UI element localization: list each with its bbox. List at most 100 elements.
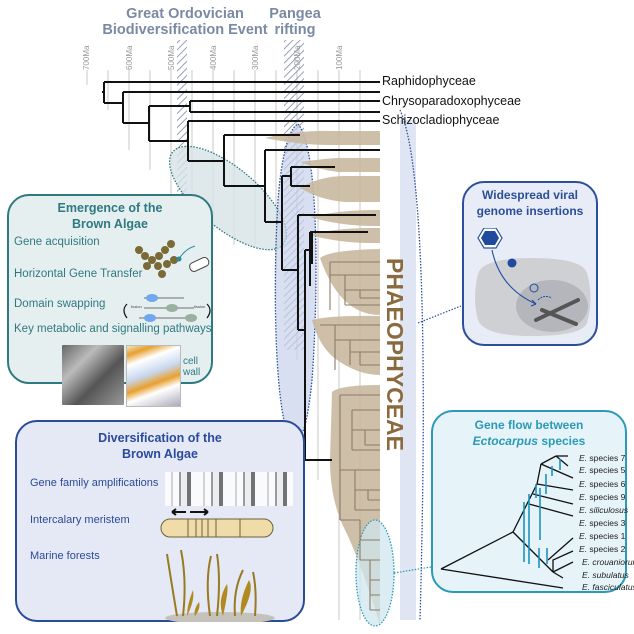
tick-label-200: 200Ma [293, 45, 302, 70]
clade-shape [310, 210, 380, 226]
branch [528, 503, 574, 517]
emergence-title-line2: Brown Algae [72, 217, 148, 231]
chromosome [534, 298, 580, 322]
species-label: E. species 7 [579, 453, 625, 463]
phaeo-column-highlight [400, 120, 416, 620]
cell-wall-label: cell wall [183, 356, 200, 378]
cell-wall-schematic [126, 345, 181, 407]
viral-dotted-ellipse [399, 109, 424, 621]
species-label: E. species 5 [579, 465, 625, 475]
species-label: E. subulatus [582, 570, 629, 580]
divers-item-meristem: Intercalary meristem [30, 514, 130, 526]
species-genus: E. [579, 465, 588, 475]
species-name: species 5 [587, 465, 626, 475]
species-name: siliculosus [587, 505, 629, 515]
tick-label-600: 600Ma [125, 45, 134, 70]
nucleus [516, 280, 588, 332]
species-genus: E. [579, 479, 588, 489]
species-genus: E. [579, 492, 588, 502]
ectocarpus-tree [440, 455, 574, 589]
diversification-title-line1: Diversification of the [98, 431, 222, 445]
branch [536, 483, 574, 491]
species-label: E. species 1 [579, 531, 625, 541]
geneflow-panel: Gene flow between Ectocarpus species [431, 410, 634, 593]
ordovician-event-title: Great Ordovician Biodiversification Even… [100, 6, 270, 38]
species-name: species 1 [587, 531, 626, 541]
emergence-item-gene-acquisition: Gene acquisition [14, 236, 100, 248]
tick-label-500: 500Ma [167, 45, 176, 70]
diversification-title-line2: Brown Algae [122, 447, 198, 461]
branch [555, 455, 569, 467]
gene-family-heatmap [165, 472, 293, 506]
ordovician-hatch-band [177, 40, 187, 195]
taxon-chrysoparadoxophyceae: Chrysoparadoxophyceae [382, 94, 521, 108]
species-name: subulatus [590, 570, 629, 580]
micrograph-image [62, 345, 124, 405]
branch [512, 531, 554, 573]
branch [540, 455, 557, 465]
geneflow-panel-title: Gene flow between Ectocarpus species [433, 417, 625, 449]
branch [320, 324, 380, 370]
divers-item-marine-forests: Marine forests [30, 550, 100, 562]
viral-title-line1: Widespread viral [482, 188, 578, 202]
species-label: E. siliculosus [579, 505, 628, 515]
branch [552, 550, 574, 572]
viral-connector [417, 305, 462, 324]
taxon-raphidophyceae: Raphidophyceae [382, 74, 476, 88]
emergence-item-hgt: Horizontal Gene Transfer [14, 268, 143, 280]
emergence-item-domain-swapping: Domain swapping [14, 298, 106, 310]
emergence-panel: Emergence of the Brown Algae Gene acquis… [7, 194, 213, 407]
clade-shape [300, 158, 380, 172]
marine-forest-illustration [165, 550, 275, 622]
cell-wall-label-line2: wall [183, 367, 201, 378]
branch [512, 483, 538, 533]
species-name: species 6 [587, 479, 626, 489]
geneflow-title-line2: Ectocarpus species [433, 433, 625, 449]
species-name: species 7 [587, 453, 626, 463]
clade-shape [312, 315, 380, 375]
branch [552, 561, 574, 573]
geneflow-connector [393, 566, 432, 574]
ordovician-title-line2: Biodiversification Event [102, 22, 268, 38]
clade-internal-branches [320, 261, 380, 611]
emergence-panel-title: Emergence of the Brown Algae [9, 200, 211, 232]
viral-title-line2: genome insertions [476, 204, 584, 218]
species-name: species 3 [587, 518, 626, 528]
emergence-item-pathways: Key metabolic and signalling pathways [14, 323, 212, 335]
geneflow-title-genus: Ectocarpus [472, 434, 538, 448]
branch [547, 537, 574, 561]
species-label: E. crouaniorum [582, 557, 634, 567]
species-genus: E. [579, 505, 588, 515]
intercalary-meristem-illustration [160, 508, 274, 538]
species-genus: E. [582, 582, 591, 592]
branch [440, 531, 514, 570]
clade-shape [265, 130, 380, 145]
branch [540, 463, 574, 479]
species-genus: E. [579, 453, 588, 463]
fusion-label: fusion [131, 304, 142, 309]
branch [329, 261, 380, 310]
tick-label-700: 700Ma [82, 45, 91, 70]
branch [552, 571, 564, 579]
emergence-title-line1: Emergence of the [57, 201, 163, 215]
divers-item-gene-family: Gene family amplifications [30, 477, 159, 489]
species-genus: E. [579, 544, 588, 554]
diversification-panel-title: Diversification of the Brown Algae [77, 430, 243, 462]
geneflow-title-rest: species [537, 434, 586, 448]
clade-shape [300, 176, 380, 202]
tree-branches [102, 81, 380, 461]
tick-label-300: 300Ma [251, 45, 260, 70]
species-label: E. fasciculatus [582, 582, 634, 592]
branch [536, 463, 542, 485]
ordovician-title-line1: Great Ordovician [126, 6, 244, 22]
hgt-illustration [135, 240, 210, 278]
viral-panel: Widespread viral genome insertions [462, 181, 598, 346]
diversification-panel: Diversification of the Brown Algae Gene … [15, 420, 305, 622]
branch [532, 493, 574, 505]
species-genus: E. [582, 570, 591, 580]
fission-label: fission [194, 304, 206, 309]
species-label: E. species 6 [579, 479, 625, 489]
species-genus: E. [582, 557, 591, 567]
viral-insertion-illustration [475, 228, 591, 336]
